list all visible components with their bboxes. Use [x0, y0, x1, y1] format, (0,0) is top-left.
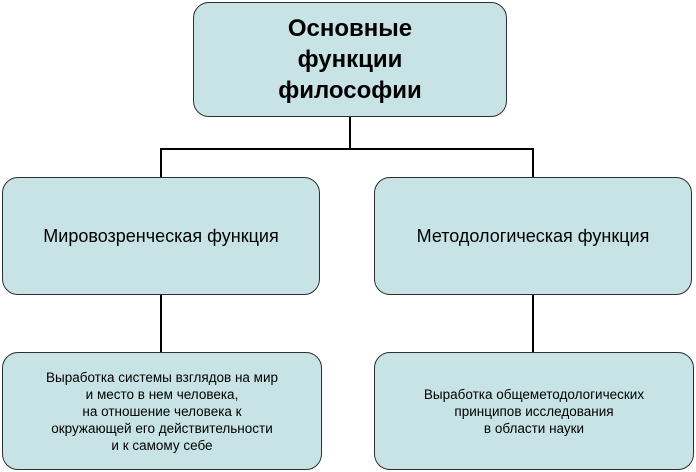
methodological-description-node: Выработка общеметодологических принципов…: [374, 352, 694, 470]
root-node: Основные функции философии: [193, 2, 507, 117]
worldview-function-node: Мировозренческая функция: [2, 177, 320, 295]
methodological-function-node: Методологическая функция: [374, 177, 692, 295]
worldview-function-label: Мировозренческая функция: [43, 225, 279, 246]
methodological-description-text: Выработка общеметодологических принципов…: [423, 386, 645, 436]
worldview-description-node: Выработка системы взглядов на мир и мест…: [2, 352, 322, 470]
worldview-description-text: Выработка системы взглядов на мир и мест…: [45, 369, 278, 453]
methodological-function-label: Методологическая функция: [416, 225, 650, 246]
root-title: Основные функции философии: [278, 15, 422, 104]
